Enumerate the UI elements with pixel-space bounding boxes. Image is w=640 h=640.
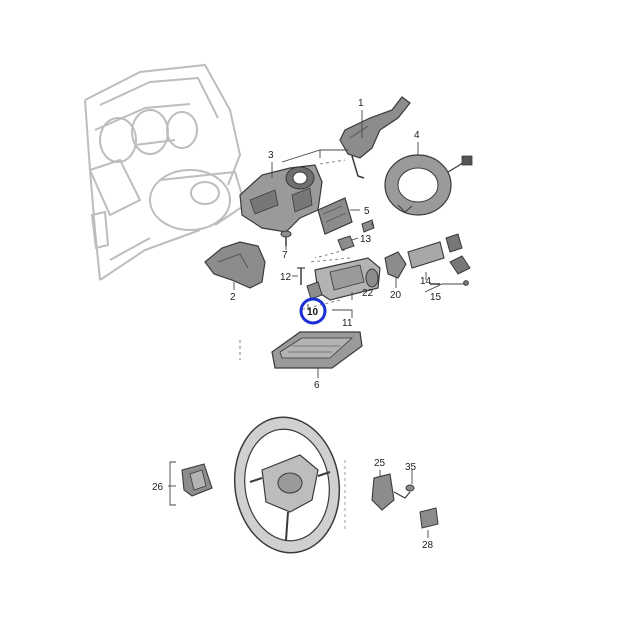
highlight-circle-10 [299,297,327,325]
part-12-pin [297,267,305,285]
part-4-clock-spring [384,154,473,216]
callout-10: 10 [307,307,319,318]
callout-7: 7 [282,250,288,261]
part-14-key-barrel [407,233,463,269]
part-35-screw [405,484,415,492]
part-7-screw [280,230,292,246]
part-13-small-switch [337,235,355,251]
part-25-wheel-switch [371,473,411,511]
callout-2: 2 [230,292,236,303]
part-clip-near-5 [361,219,375,233]
part-1-stalk-switch [339,96,411,179]
dashboard-outline [84,63,247,281]
part-5-control-module [317,197,353,235]
part-10-lock-cylinder [306,281,323,300]
part-28-connector [419,507,439,529]
callout-3: 3 [268,150,274,161]
callout-14: 14 [420,276,432,287]
bracket-26 [169,461,176,506]
dashed-guides [239,159,351,360]
callout-6: 6 [314,380,320,391]
callout-11: 11 [342,318,353,329]
callout-20: 20 [390,290,402,301]
steering-wheel [233,416,341,554]
part-26-wheel-button [181,463,213,497]
part-20-cover [384,251,407,279]
callout-28: 28 [422,540,434,551]
part-6-control-box [271,331,363,369]
callout-15: 15 [430,292,442,303]
part-3-switch-housing [239,164,323,233]
callout-22: 22 [362,288,374,299]
callout-labels: 1 4 3 5 13 7 12 2 22 20 14 15 10 11 6 25… [152,98,442,551]
callout-13: 13 [360,234,372,245]
callout-5: 5 [364,206,370,217]
callout-1: 1 [358,98,364,109]
callout-26: 26 [152,482,164,493]
part-2-bracket [204,241,266,289]
callout-35: 35 [405,462,417,473]
part-15-key [430,255,471,286]
callout-4: 4 [414,130,420,141]
callout-25: 25 [374,458,386,469]
leader-lines [168,110,465,538]
callout-12: 12 [280,272,292,283]
